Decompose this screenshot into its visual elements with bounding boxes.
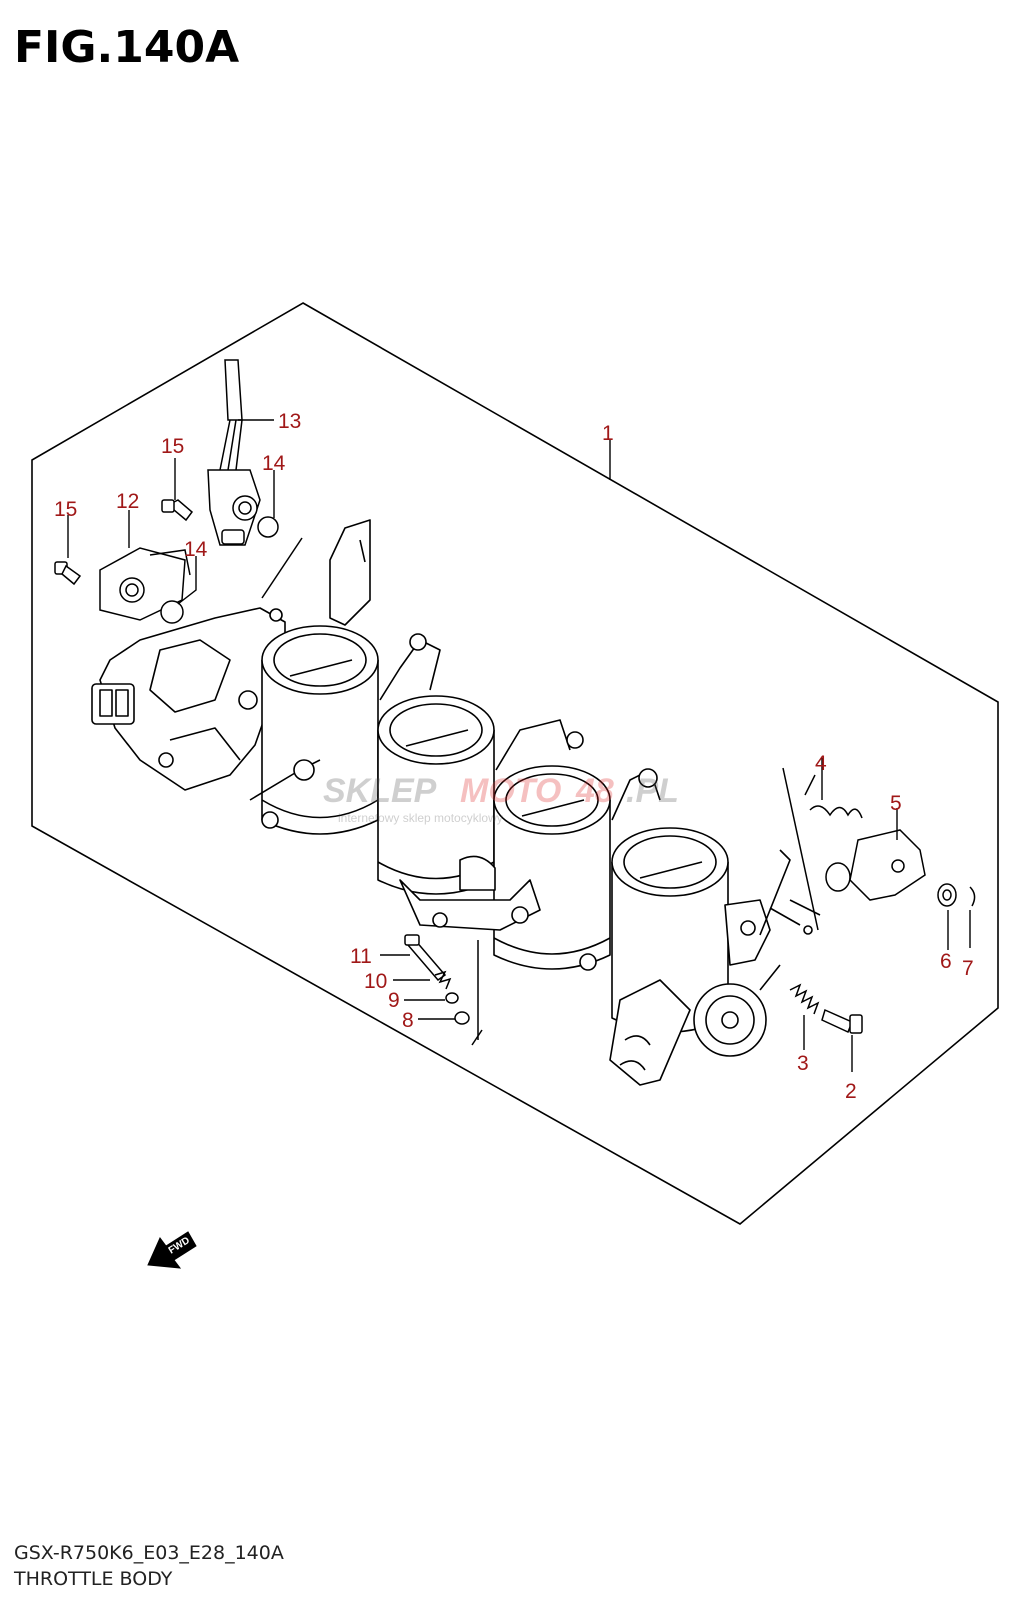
- callout-part-9: 9: [388, 989, 400, 1012]
- watermark-left: SKLEP: [323, 772, 437, 810]
- callout-part-10: 10: [364, 970, 387, 993]
- callout-part-15-upper: 15: [161, 435, 184, 458]
- watermark-right: MOTO: [460, 772, 561, 810]
- callout-part-14-lower: 14: [184, 538, 208, 561]
- callout-part-6: 6: [940, 950, 952, 973]
- figure-title: FIG.140A: [14, 22, 240, 73]
- fwd-arrow-icon: FWD: [147, 1231, 197, 1269]
- model-code: GSX-R750K6_E03_E28_140A: [14, 1542, 284, 1564]
- callouts: 1 2 3 4 5 6 7 8 9 10 11 12 13 14 14 15 1…: [54, 410, 974, 1103]
- callout-part-7: 7: [962, 957, 974, 980]
- watermark: SKLEP MOTO 48 .PL internetowy sklep moto…: [323, 772, 679, 825]
- exploded-parts: [54, 359, 976, 1046]
- callout-part-3: 3: [797, 1052, 809, 1075]
- throttle-body-assembly: [91, 519, 821, 1086]
- callout-part-14-upper: 14: [262, 452, 286, 475]
- callout-part-5: 5: [890, 792, 902, 815]
- assembly-outline: [31, 302, 999, 1225]
- callout-part-2: 2: [845, 1080, 857, 1103]
- callout-part-1: 1: [602, 422, 614, 445]
- callout-part-8: 8: [402, 1009, 414, 1032]
- watermark-tagline: internetowy sklep motocyklowy: [338, 811, 503, 825]
- callout-part-11: 11: [350, 945, 372, 968]
- leader-lines: [67, 419, 971, 1072]
- callout-part-12: 12: [116, 490, 139, 513]
- watermark-number: 48: [575, 772, 614, 810]
- callout-part-13: 13: [278, 410, 301, 433]
- diagram-caption: THROTTLE BODY: [14, 1568, 173, 1590]
- callout-part-15-lower: 15: [54, 498, 77, 521]
- callout-part-4: 4: [815, 752, 827, 775]
- watermark-tld: .PL: [626, 772, 679, 810]
